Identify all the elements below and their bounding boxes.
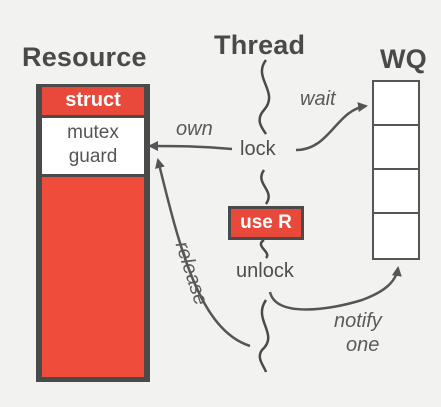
one-label: one [346,334,380,356]
thread-squiggle-lower [259,238,269,259]
struct-header: struct [42,87,144,115]
wq-slot [374,82,418,126]
use-r-label: use R [231,209,301,237]
own-label: own [176,118,213,140]
resource-body [42,177,144,377]
thread-squiggle-bottom [258,299,270,373]
lock-step: lock [240,138,276,160]
wq-slot [374,214,418,258]
own-arrow [148,141,233,152]
mutex-label: mutex [67,122,119,143]
wq-slot [374,126,418,170]
release-arrow [155,158,251,348]
guard-label: guard [68,146,118,167]
thread-squiggle-top [258,59,271,135]
wait-label: wait [300,88,336,110]
use-r-box: use R [228,206,304,240]
thread-title: Thread [214,30,306,60]
thread-squiggle-middle [260,169,270,205]
unlock-step: unlock [236,260,294,282]
wq-title: WQ [380,44,427,74]
wait-arrow [295,102,368,152]
mutex-guard-cell: mutex guard [42,118,144,174]
wq-slot [374,170,418,214]
notify-arrow [268,266,402,311]
wait-queue [372,80,420,260]
resource-title: Resource [22,42,147,72]
notify-label: notify [334,310,382,332]
